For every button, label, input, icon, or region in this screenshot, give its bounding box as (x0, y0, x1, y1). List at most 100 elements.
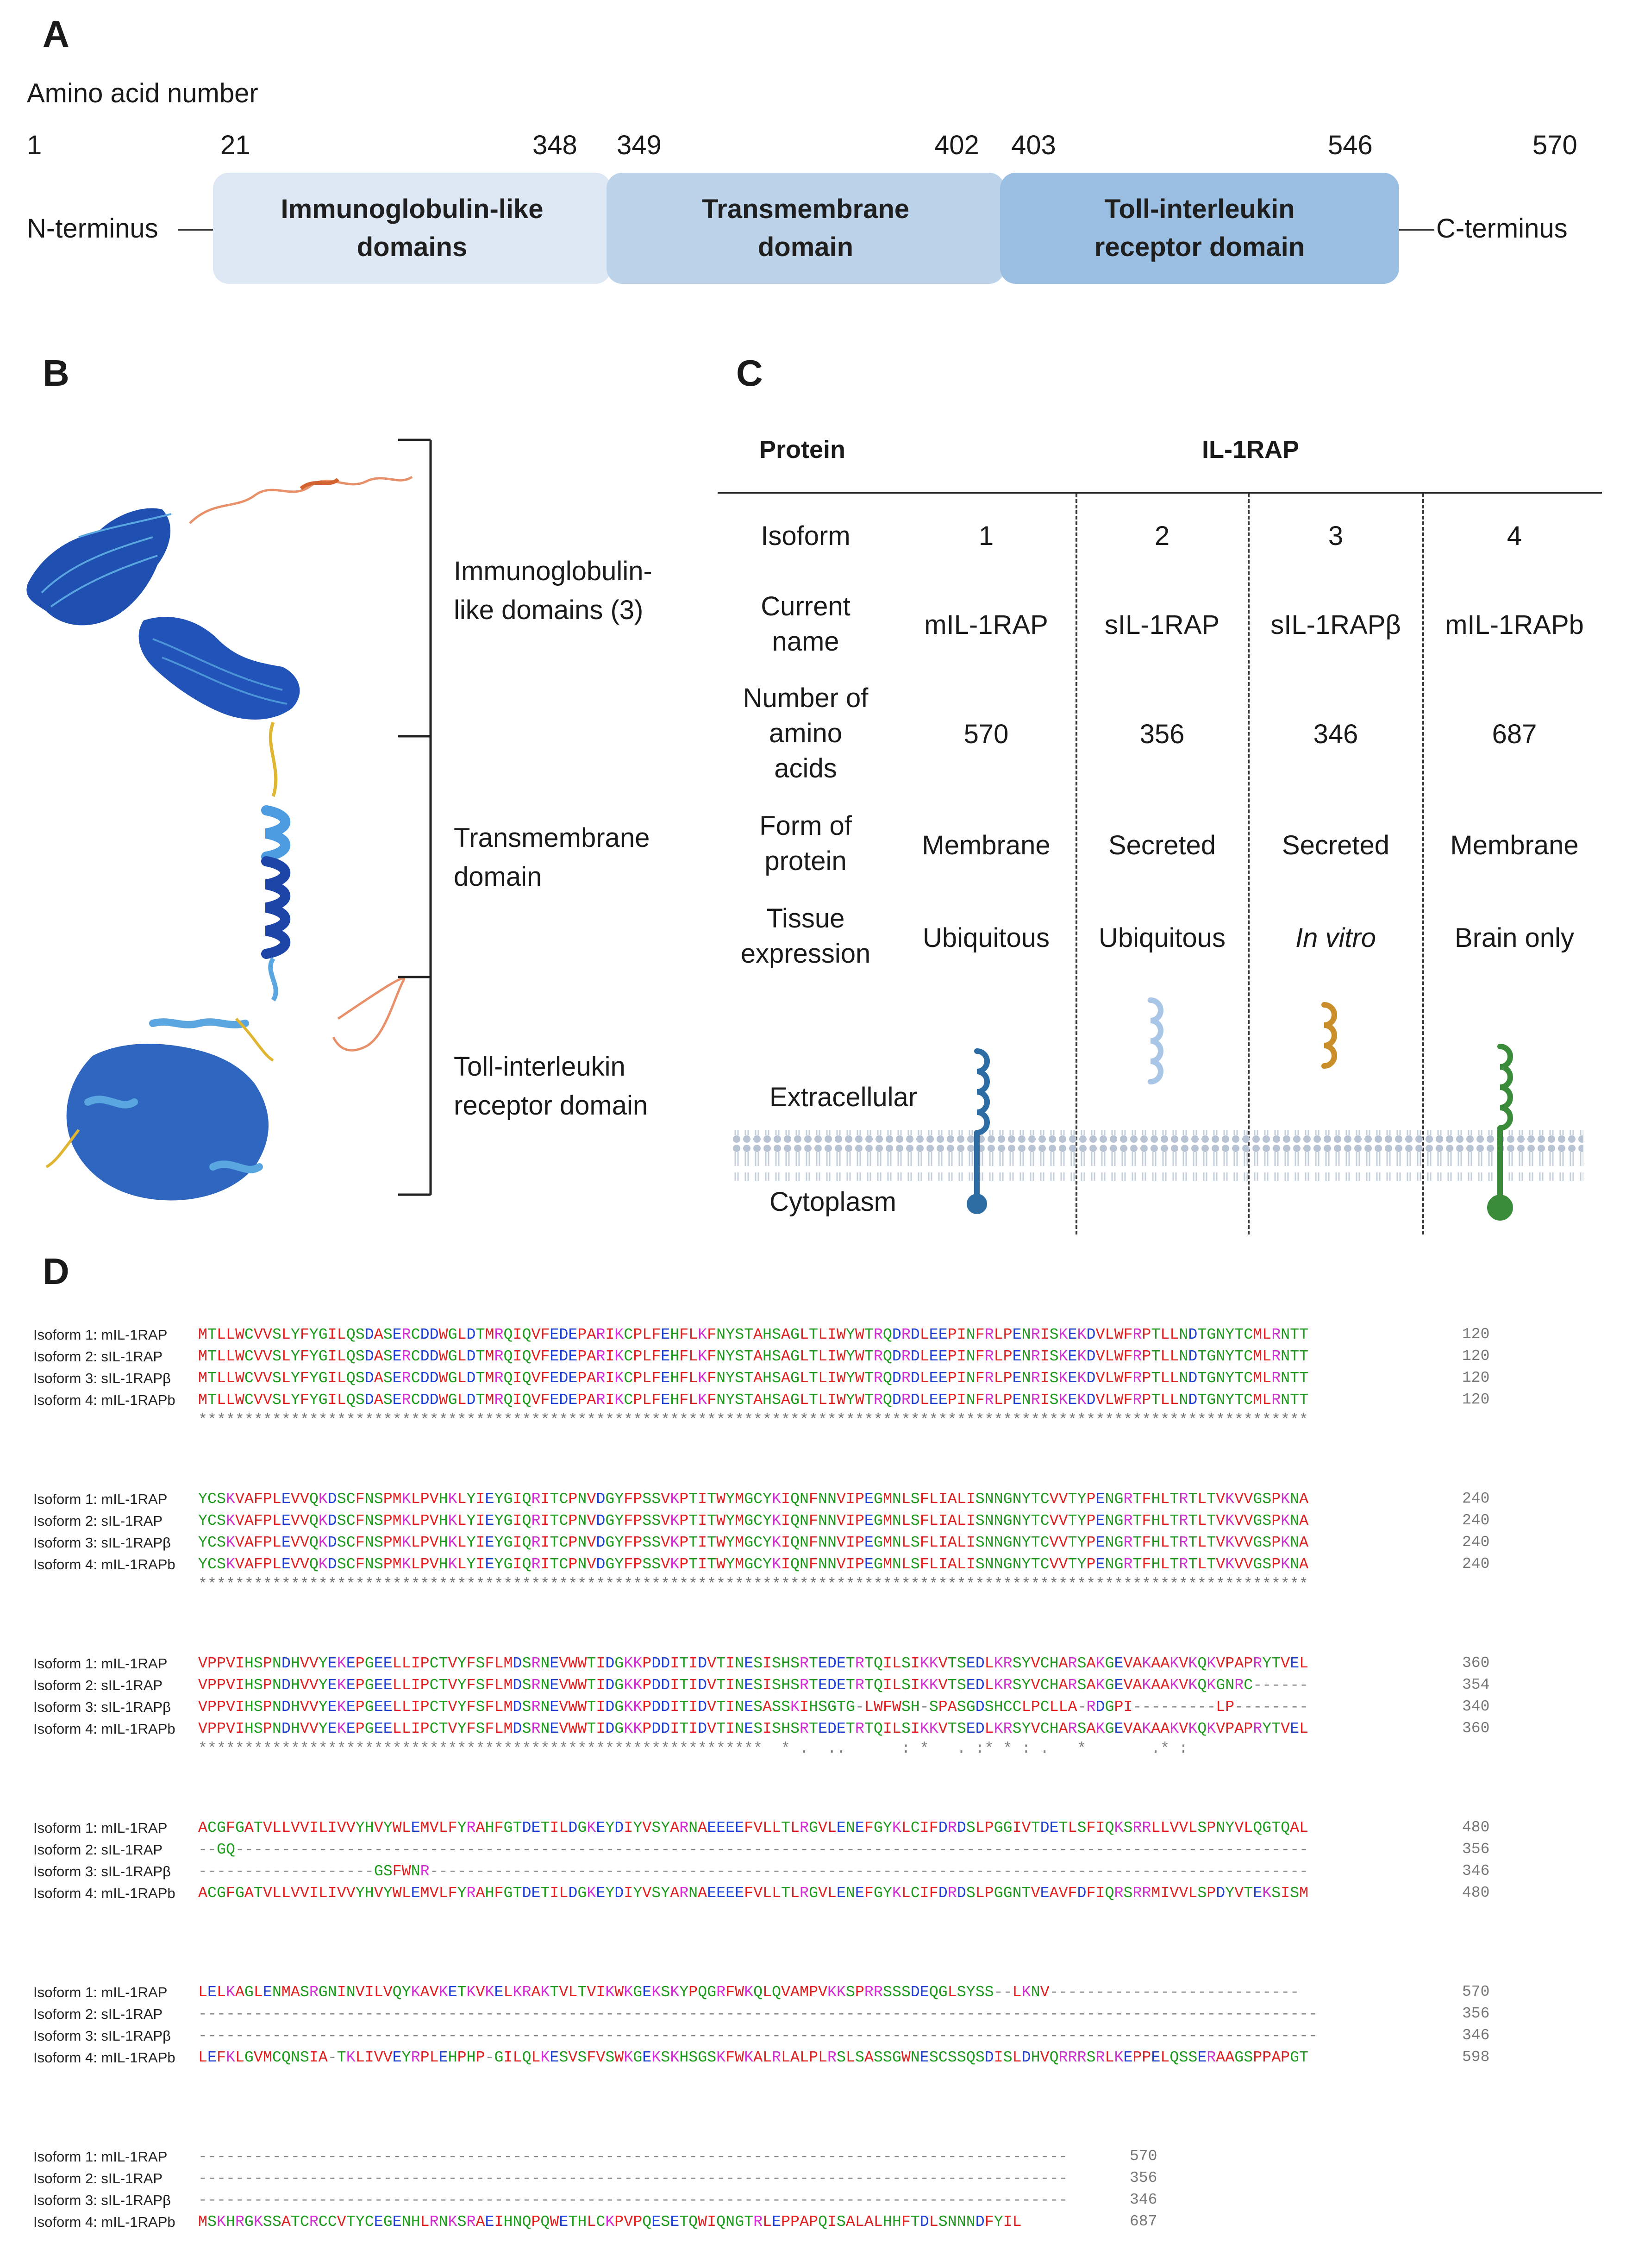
alignment-row-label: Isoform 4: mIL-1RAPb (33, 2214, 175, 2230)
alignment-row-label: Isoform 1: mIL-1RAP (33, 1820, 168, 1836)
alignment-position: 356 (1130, 2169, 1157, 2187)
annot-ig-domains: Immunoglobulin- like domains (3) (454, 552, 652, 630)
alignment-position: 598 (1462, 2049, 1490, 2066)
row-label-aa-3: acids (774, 753, 837, 783)
alignment-row-label: Isoform 4: mIL-1RAPb (33, 1885, 175, 1901)
alignment-consensus: ****************************************… (198, 1411, 1308, 1428)
col2-tissue: Ubiquitous (1098, 923, 1226, 953)
alignment-row-label: Isoform 2: sIL-1RAP (33, 1677, 163, 1693)
row-label-tissue: Tissue expression (722, 901, 889, 971)
alignment-sequence: ACGFGATVLLVVILIVVYHVYWLEMVLFYRAHFGTDETIL… (198, 1884, 1309, 1902)
alignment-sequence: YCSKVAFPLEVVQKDSCFNSPMKLPVHKLYIEYGIQRITC… (198, 1512, 1309, 1529)
annot-toll-line1: Toll-interleukin (454, 1052, 625, 1082)
alignment-position: 120 (1462, 1369, 1490, 1386)
alignment-sequence: VPPVIHSPNDHVVYEKEPGEELLIPCTVYFSFLMDSRNEV… (198, 1698, 1309, 1716)
alignment-position: 240 (1462, 1512, 1490, 1529)
position-21: 21 (220, 130, 250, 160)
row-label-aa-2: amino (769, 718, 842, 748)
alignment-sequence: YCSKVAFPLEVVQKDSCFNSPMKLPVHKLYIEYGIQRITC… (198, 1490, 1309, 1508)
alignment-position: 120 (1462, 1326, 1490, 1343)
alignment-sequence: LELKAGLENMASRGNINVILVQYKAVKETKVKELKRAKTV… (198, 1983, 1300, 2001)
isoform1-receptor (974, 1048, 990, 1202)
header-protein: Protein (759, 436, 846, 464)
isoform3-secreted (1321, 1002, 1337, 1069)
row-label-aa-1: Number of (743, 683, 869, 713)
c-terminus-label: C-terminus (1436, 213, 1568, 244)
col-divider-2 (1248, 494, 1250, 1234)
row-label-form-1: Form of (759, 811, 852, 841)
col4-name: mIL-1RAPb (1445, 610, 1584, 640)
alignment-consensus: ****************************************… (198, 1740, 1327, 1757)
panel-c-label: C (736, 352, 763, 394)
col3-aa: 346 (1313, 719, 1358, 749)
alignment-row-label: Isoform 2: sIL-1RAP (33, 1348, 163, 1365)
alignment-position: 240 (1462, 1534, 1490, 1551)
alignment-sequence: MTLLWCVVSLYFYGILQSDASERCDDWGLDTMRQIQVFED… (198, 1369, 1309, 1387)
alignment-sequence: ----------------------------------------… (198, 2191, 1068, 2209)
domain-transmembrane-line1: Transmembrane (701, 194, 910, 224)
domain-transmembrane-line2: domain (757, 232, 854, 262)
col1-aa: 570 (963, 719, 1009, 749)
col-divider-1 (1076, 494, 1077, 1234)
col-divider-3 (1422, 494, 1424, 1234)
alignment-position: 240 (1462, 1490, 1490, 1507)
alignment-position: 360 (1462, 1720, 1490, 1737)
annot-tm-line1: Transmembrane (454, 823, 650, 853)
alignment-row-label: Isoform 2: sIL-1RAP (33, 1842, 163, 1858)
alignment-position: 360 (1462, 1654, 1490, 1672)
alignment-row-label: Isoform 4: mIL-1RAPb (33, 1721, 175, 1737)
col3-tissue: In vitro (1295, 923, 1376, 953)
row-label-form-2: protein (764, 846, 847, 876)
domain-bracket (398, 439, 432, 1196)
col4-aa: 687 (1492, 719, 1537, 749)
alignment-row-label: Isoform 4: mIL-1RAPb (33, 2049, 175, 2066)
alignment-sequence: ----------------------------------------… (198, 2169, 1068, 2187)
position-403: 403 (1011, 130, 1056, 160)
col1-isoform: 1 (978, 521, 994, 551)
alignment-sequence: YCSKVAFPLEVVQKDSCFNSPMKLPVHKLYIEYGIQRITC… (198, 1555, 1309, 1573)
isoform2-secreted (1148, 997, 1163, 1084)
row-label-form: Form of protein (722, 808, 889, 879)
position-348: 348 (532, 130, 577, 160)
col3-isoform: 3 (1328, 521, 1344, 551)
alignment-position: 346 (1462, 1862, 1490, 1880)
alignment-position: 480 (1462, 1819, 1490, 1836)
n-terminus-line (178, 229, 214, 231)
row-label-tissue-1: Tissue (766, 903, 845, 934)
alignment-position: 120 (1462, 1391, 1490, 1408)
row-label-amino-acids: Number of amino acids (722, 681, 889, 786)
alignment-row-label: Isoform 1: mIL-1RAP (33, 2149, 168, 2165)
row-label-current-name: Current name (722, 589, 889, 659)
alignment-row-label: Isoform 2: sIL-1RAP (33, 2006, 163, 2022)
alignment-row-label: Isoform 1: mIL-1RAP (33, 1984, 168, 2000)
alignment-sequence: -------------------GSFWNR---------------… (198, 1862, 1309, 1880)
col2-aa: 356 (1139, 719, 1185, 749)
row-label-current-1: Current (761, 591, 851, 621)
cytoplasm-label: Cytoplasm (769, 1187, 896, 1217)
alignment-sequence: ACGFGATVLLVVILIVVYHVYWLEMVLFYRAHFGTDETIL… (198, 1819, 1309, 1836)
col4-form: Membrane (1450, 830, 1579, 860)
position-402: 402 (934, 130, 979, 160)
lipid-bilayer (732, 1130, 1583, 1181)
alignment-sequence: VPPVIHSPNDHVVYEKEPGEELLIPCTVYFSFLMDSRNEV… (198, 1654, 1309, 1672)
alignment-position: 354 (1462, 1676, 1490, 1693)
membrane-diagram (732, 997, 1583, 1221)
col3-form: Secreted (1282, 830, 1390, 860)
alignment-row-label: Isoform 3: sIL-1RAPβ (33, 2028, 171, 2044)
header-il1rap: IL-1RAP (1202, 436, 1300, 464)
alignment-row-label: Isoform 2: sIL-1RAP (33, 1513, 163, 1529)
alignment-position: 356 (1462, 1841, 1490, 1858)
annot-ig-line2: like domains (3) (454, 595, 644, 625)
alignment-sequence: ----------------------------------------… (198, 2005, 1318, 2023)
alignment-sequence: LEFKLGVMCQNSIA-TKLIVVEYRPLEHPHP-GILQLKES… (198, 2049, 1309, 2066)
alignment-position: 687 (1130, 2213, 1157, 2230)
alignment-sequence: MSKHRGKSSATCRCCVTYCEGENHLRNKSRAEIHNQPQWE… (198, 2213, 1022, 2230)
alignment-sequence: VPPVIHSPNDHVVYEKEPGEELLIPCTVYFSFLMDSRNEV… (198, 1720, 1309, 1737)
position-349: 349 (617, 130, 662, 160)
col4-isoform: 4 (1507, 521, 1522, 551)
domain-transmembrane: Transmembrane domain (607, 173, 1005, 284)
col2-isoform: 2 (1154, 521, 1170, 551)
alignment-sequence: ----------------------------------------… (198, 2148, 1068, 2165)
